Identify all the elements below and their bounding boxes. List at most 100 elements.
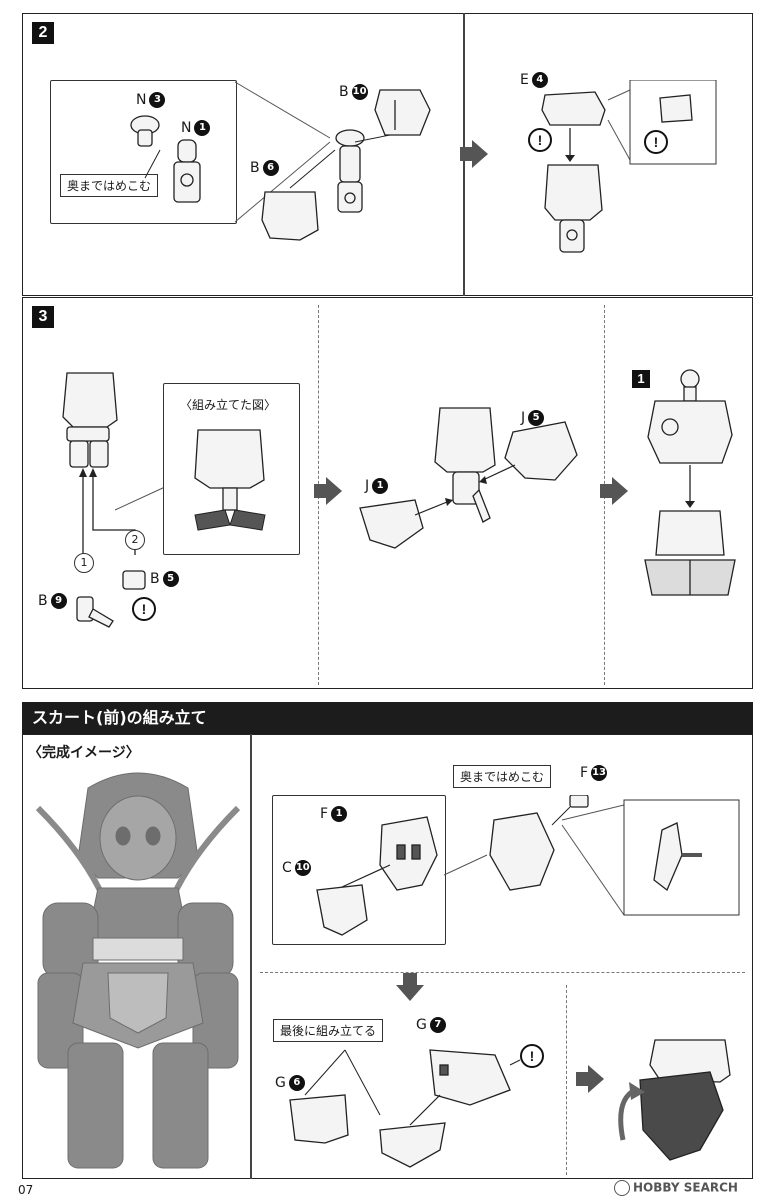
skirt-horizontal-divider: [260, 972, 745, 973]
skirt-flow-arrow-right: [576, 1065, 604, 1093]
part-number: 4: [531, 72, 548, 88]
part-letter: N: [136, 92, 147, 108]
part-letter: B: [38, 593, 48, 609]
part-assembly: [335, 129, 365, 213]
part-b6: [261, 191, 319, 241]
part-letter: N: [181, 120, 192, 136]
part-n3: [130, 115, 160, 147]
step-2-badge: 2: [32, 22, 54, 44]
part-number: 13: [591, 765, 608, 781]
part-number: 1: [331, 806, 348, 822]
step-3-panel: [22, 297, 753, 689]
part-torso-assembly: [544, 164, 603, 253]
page-number: 07: [18, 1183, 34, 1197]
part-letter: F: [580, 765, 589, 781]
skirt-section-title: スカート(前)の組み立て: [22, 702, 753, 734]
step-3-left-drawing: [62, 372, 166, 628]
part-number: 5: [528, 410, 545, 426]
part-letter: C: [282, 860, 292, 876]
part-j5: [504, 421, 578, 481]
part-g6: [289, 1094, 349, 1144]
completed-image-label: 〈完成イメージ〉: [28, 745, 140, 761]
part-skirt-front: [489, 812, 555, 891]
part-letter: J: [521, 410, 526, 426]
part-number: 6: [262, 160, 279, 176]
part-number: 1: [194, 120, 211, 136]
completed-figure-image: [28, 768, 248, 1176]
push-in-note: 奥まではめこむ: [60, 174, 159, 197]
part-letter: E: [520, 72, 529, 88]
part-e4: [541, 91, 606, 126]
skirt-lower-drawing: [289, 1049, 521, 1168]
step-2-panel: [22, 13, 753, 296]
part-number: 6: [288, 1075, 305, 1091]
warning-icon: !: [644, 130, 668, 154]
warning-icon: !: [520, 1044, 544, 1068]
part-letter: G: [275, 1075, 286, 1091]
order-step-1: 1: [74, 553, 94, 573]
part-j1: [359, 499, 424, 549]
step-3-flow-arrow-2: [600, 477, 628, 505]
part-skirt-base: [379, 1122, 446, 1168]
step-2-right-drawing: [541, 80, 717, 253]
step-3-flow-arrow-1: [314, 477, 342, 505]
warning-icon: !: [132, 597, 156, 621]
part-number: 9: [50, 593, 67, 609]
part-number: 7: [429, 1017, 446, 1033]
part-b9: [76, 596, 114, 628]
skirt-section-panel: [22, 734, 753, 1179]
part-g7: [429, 1049, 511, 1106]
step-2-parts-drawing: [130, 81, 431, 241]
part-chest-block: [647, 369, 733, 464]
part-number: 3: [149, 92, 166, 108]
part-upper-body: [62, 372, 118, 468]
skirt-parts-drawing: [316, 795, 740, 936]
part-c10: [316, 884, 368, 936]
warning-icon: !: [528, 128, 552, 152]
step-3-right-drawing: [644, 369, 736, 596]
watermark-text: HOBBY SEARCH: [633, 1180, 738, 1195]
skirt-push-in-note: 奥まではめこむ: [453, 765, 552, 788]
part-number: 1: [372, 478, 389, 494]
assembled-view-drawing: [194, 429, 266, 531]
skirt-flow-arrow-down: [396, 973, 424, 1001]
skirt-final-drawing: [618, 1039, 731, 1161]
part-n1: [173, 139, 201, 203]
part-number: 10: [351, 84, 368, 100]
assembled-view-caption: 〈組み立てた図〉: [180, 398, 277, 412]
step-2-flow-arrow: [460, 140, 488, 168]
part-letter: B: [250, 160, 260, 176]
reference-step-1-badge: 1: [632, 370, 650, 388]
step-3-badge: 3: [32, 306, 54, 328]
part-letter: F: [320, 806, 329, 822]
order-step-2: 2: [125, 530, 145, 550]
skirt-lower-divider: [566, 985, 567, 1175]
part-f13: [569, 795, 589, 808]
part-letter: B: [150, 571, 160, 587]
step-3-middle-drawing: [359, 407, 578, 549]
part-body-with-skirt: [644, 510, 736, 596]
part-number: 10: [294, 860, 311, 876]
assemble-last-note: 最後に組み立てる: [273, 1019, 384, 1042]
step-2-detail-callout: [50, 80, 237, 224]
part-b10: [374, 89, 431, 136]
skirt-image-divider: [250, 734, 252, 1179]
part-number: 5: [162, 571, 179, 587]
watermark: HOBBY SEARCH: [614, 1180, 738, 1196]
part-letter: G: [416, 1017, 427, 1033]
part-letter: B: [339, 84, 349, 100]
